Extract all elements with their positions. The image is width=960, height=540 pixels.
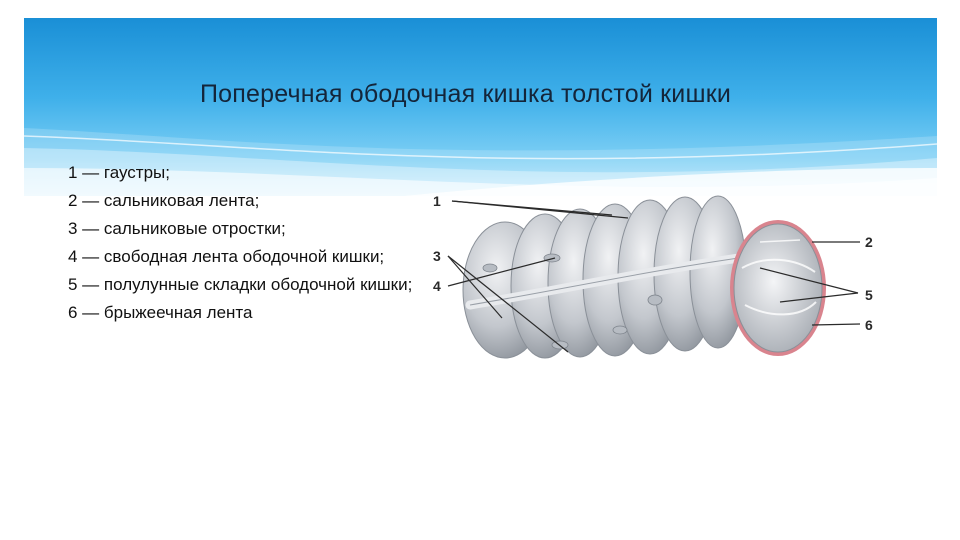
callout-label-3: 3 — [433, 248, 441, 264]
epiploic-appendices — [482, 253, 663, 350]
legend-item-3: 3 — сальниковые отростки; — [68, 219, 286, 238]
slide-title: Поперечная ободочная кишка толстой кишки — [200, 80, 731, 108]
legend-item-2: 2 — сальниковая лента; — [68, 191, 260, 210]
legend-item-1: 1 — гаустры; — [68, 163, 170, 182]
colon-illustration: 1 2 3 4 5 6 — [433, 193, 873, 359]
wave-decoration — [24, 128, 937, 196]
colon-lumen — [733, 223, 823, 353]
callout-label-4: 4 — [433, 278, 441, 294]
legend-item-5: 5 — полулунные складки ободочной кишки; — [68, 275, 413, 294]
callout-label-6: 6 — [865, 317, 873, 333]
leader-lines — [447, 200, 861, 353]
legend-list: 1 — гаустры; 2 — сальниковая лента; 3 — … — [68, 161, 413, 329]
callout-label-5: 5 — [865, 287, 873, 303]
legend-item-6: 6 — брыжеечная лента — [68, 303, 253, 322]
legend-item-4: 4 — свободная лента ободочной кишки; — [68, 247, 385, 266]
callout-label-1: 1 — [433, 193, 441, 209]
title-banner: Поперечная ободочная кишка толстой кишки — [24, 18, 937, 196]
callout-label-2: 2 — [865, 234, 873, 250]
